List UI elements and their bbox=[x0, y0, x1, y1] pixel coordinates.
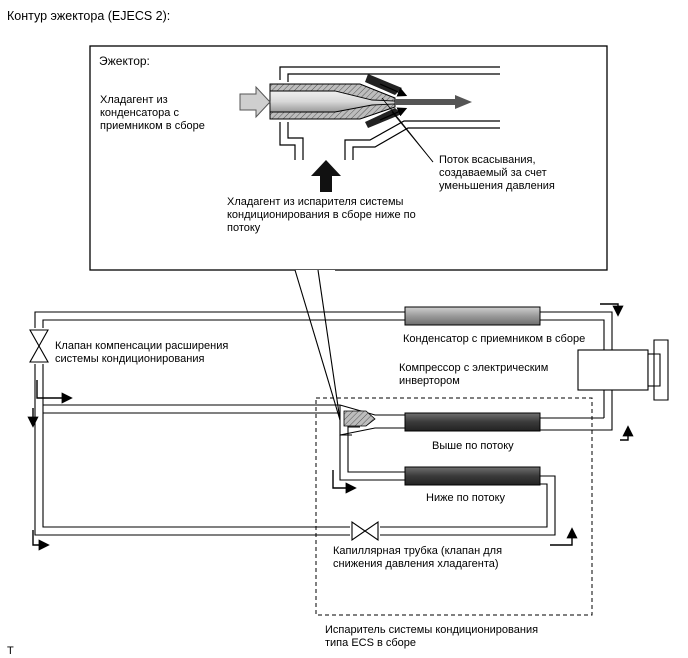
evaporator-assembly-boundary bbox=[315, 397, 593, 616]
evaporator-inflow-label: Хладагент из испарителя системы кондицио… bbox=[227, 196, 416, 234]
capillary-label: Капиллярная трубка (клапан для снижения … bbox=[333, 545, 503, 570]
ejector-housing bbox=[279, 66, 500, 160]
downstream-label: Ниже по потоку bbox=[426, 492, 506, 504]
condenser bbox=[404, 306, 541, 326]
compressor-symbol bbox=[577, 339, 669, 401]
suction-flow-label: Поток всасывания, создаваемый за счет ум… bbox=[439, 154, 555, 192]
evaporator-upstream bbox=[404, 412, 541, 432]
expansion-valve-label: Клапан компенсации расширения системы ко… bbox=[55, 340, 229, 365]
expansion-valve-symbol bbox=[29, 328, 49, 364]
evaporator-downstream bbox=[404, 466, 541, 486]
inlet-label: Хладагент из конденсатора с приемником в… bbox=[100, 94, 205, 132]
inlet-flow-arrow bbox=[239, 85, 271, 119]
page-title: Контур эжектора (EJECS 2): bbox=[7, 9, 171, 23]
flow-arrows bbox=[27, 303, 634, 551]
ejector-heading: Эжектор: bbox=[99, 54, 150, 68]
compressor-label: Компрессор с электрическим инвертором bbox=[399, 362, 549, 387]
footer-mark: T bbox=[7, 645, 14, 657]
capillary-valve-symbol bbox=[350, 520, 380, 542]
ejector-callout bbox=[89, 45, 608, 421]
evaporator-label: Испаритель системы кондиционирования тип… bbox=[325, 624, 539, 649]
evaporator-inflow-arrow bbox=[311, 160, 341, 192]
upstream-label: Выше по потоку bbox=[432, 440, 514, 452]
condenser-label: Конденсатор с приемником в сборе bbox=[403, 333, 586, 345]
